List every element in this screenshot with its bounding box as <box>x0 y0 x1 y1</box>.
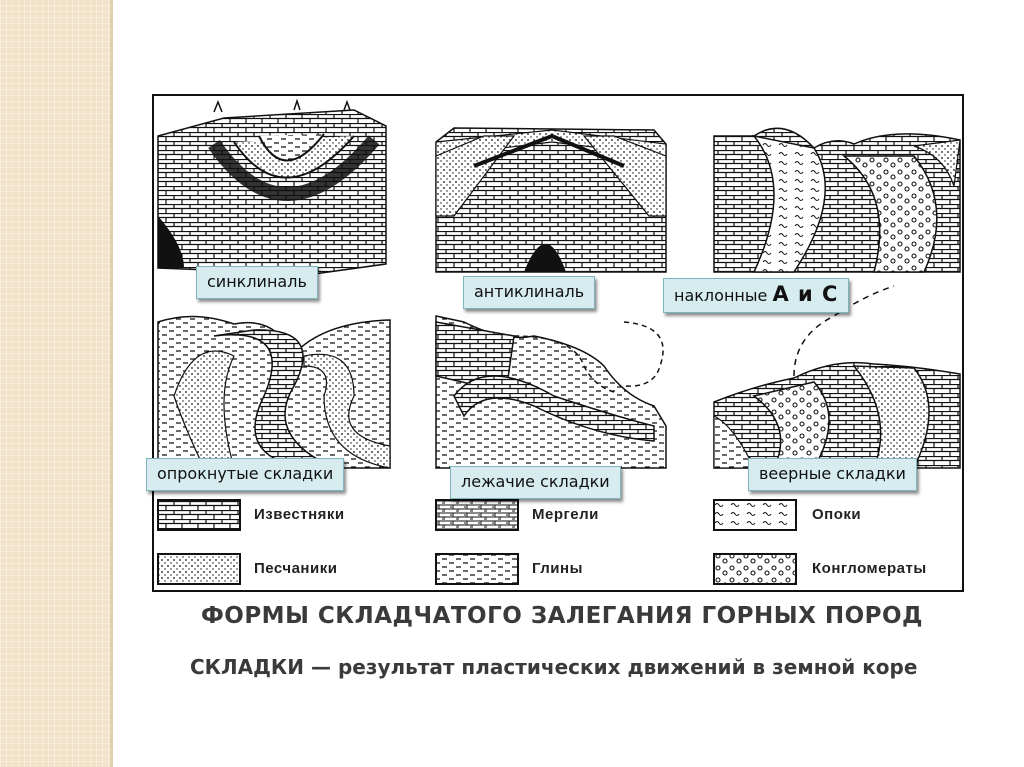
anticline-panel <box>435 127 667 273</box>
label-inclined: наклонные А и С <box>663 278 850 313</box>
fan-panel <box>713 285 961 469</box>
fold-panels <box>157 98 961 585</box>
marl-swatch <box>435 499 519 531</box>
label-inclined-letters: А и С <box>772 282 839 306</box>
legend-conglomerate: Конгломераты <box>812 560 927 577</box>
label-fan: веерные складки <box>748 458 917 491</box>
figure-title: ФОРМЫ СКЛАДЧАТОГО ЗАЛЕГАНИЯ ГОРНЫХ ПОРОД <box>200 603 924 629</box>
inclined-panel <box>713 127 961 273</box>
sandstone-swatch <box>157 553 241 585</box>
legend-sandstone: Песчаники <box>254 560 338 577</box>
overturned-panel <box>157 315 391 469</box>
label-syncline: синклиналь <box>196 266 318 299</box>
legend-marls: Мергели <box>532 506 599 523</box>
label-recumbent: лежачие складки <box>450 466 621 499</box>
legend-opoka: Опоки <box>812 506 862 523</box>
label-overturned: опрокнутые складки <box>146 458 345 491</box>
decorative-side-strip <box>0 0 110 767</box>
legend-clays: Глины <box>532 560 583 577</box>
legend-limestone: Известняки <box>254 506 345 523</box>
label-anticline: антиклиналь <box>463 276 596 309</box>
figure-subtitle: СКЛАДКИ — результат пластических движени… <box>190 655 918 679</box>
geology-figure: Известняки Мергели Опоки Песчаники Глины… <box>152 94 964 592</box>
syncline-panel <box>157 98 387 275</box>
legend-swatches <box>157 499 797 585</box>
opoka-swatch <box>713 499 797 531</box>
clay-swatch <box>435 553 519 585</box>
limestone-swatch <box>157 499 241 531</box>
label-inclined-prefix: наклонные <box>674 286 768 305</box>
side-strip-edge <box>110 0 113 767</box>
recumbent-panel <box>435 315 667 469</box>
conglomerate-swatch <box>713 553 797 585</box>
